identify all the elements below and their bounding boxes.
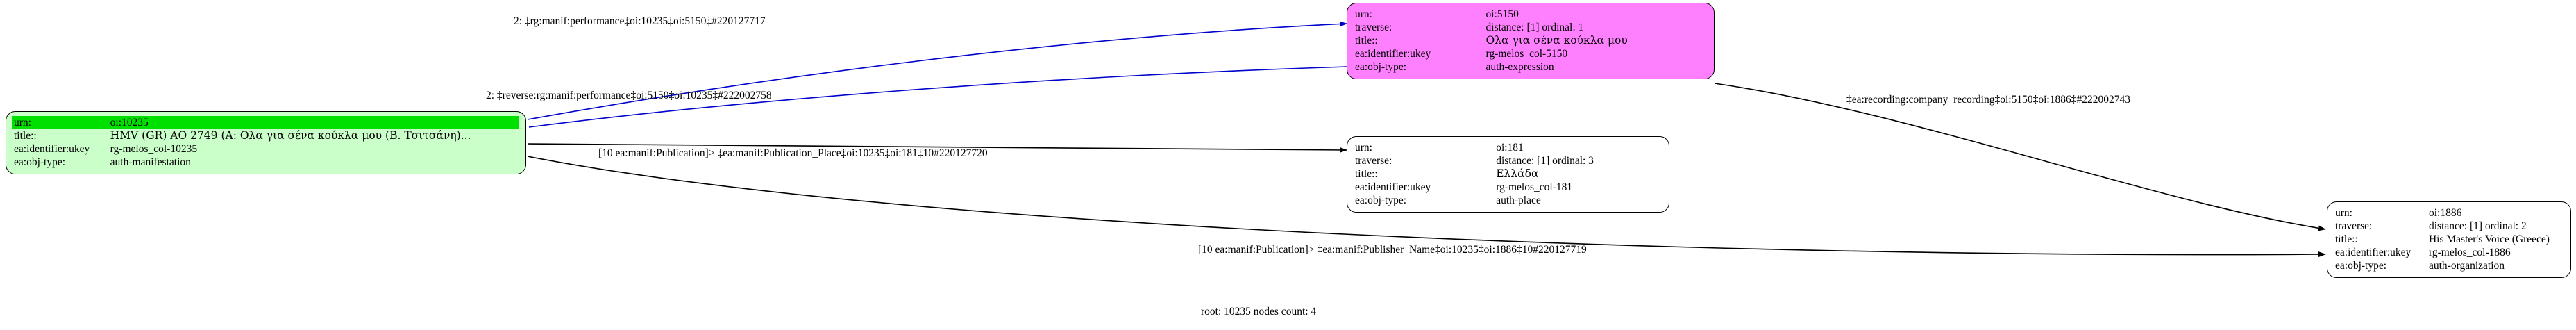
row-key: ea:identifier:ukey (2335, 247, 2411, 258)
row-key: traverse: (1355, 22, 1392, 33)
node-row: title:: HMV (GR) AO 2749 (Α: Ολα για σέν… (12, 129, 519, 142)
node-row: ea:identifier:ukey rg-melos_col-10235 (12, 142, 519, 156)
edge-label-reverse-performance: 2: ‡reverse:rg:manif:performance‡oi:5150… (486, 90, 772, 101)
node-row: title:: Ολα για σένα κούκλα μου (1354, 34, 1708, 47)
node-auth-expression-5150[interactable]: urn: oi:5150 traverse: distance: [1] ord… (1347, 3, 1715, 79)
edge-label-publication-place: [10 ea:manif:Publication]> ‡ea:manif:Pub… (598, 147, 988, 159)
row-key: urn: (1355, 8, 1372, 20)
row-key: title:: (1355, 35, 1378, 47)
node-attribute-table: urn: oi:1886 traverse: distance: [1] ord… (2334, 206, 2564, 272)
row-value: auth-place (1496, 195, 1541, 206)
node-attribute-table: urn: oi:5150 traverse: distance: [1] ord… (1354, 8, 1708, 74)
row-value: His Master's Voice (Greece) (2428, 233, 2550, 245)
node-row: traverse: distance: [1] ordinal: 2 (2334, 220, 2564, 233)
node-auth-organization-1886[interactable]: urn: oi:1886 traverse: distance: [1] ord… (2327, 201, 2571, 278)
row-value: distance: [1] ordinal: 3 (1496, 155, 1594, 167)
row-key: title:: (1355, 168, 1378, 180)
row-key: ea:identifier:ukey (14, 143, 90, 155)
node-row: urn: oi:181 (1354, 141, 1662, 154)
edge-label-company-recording: ‡ea:recording:company_recording‡oi:5150‡… (1846, 94, 2130, 106)
row-value: oi:5150 (1485, 8, 1519, 20)
graph-footer-caption: root: 10235 nodes count: 4 (1201, 306, 1317, 317)
row-value: rg-melos_col-181 (1496, 181, 1573, 193)
row-key: urn: (1355, 142, 1372, 154)
row-value: oi:1886 (2428, 207, 2462, 219)
row-key: urn: (12, 116, 109, 129)
node-row: ea:obj-type: auth-expression (1354, 60, 1708, 74)
row-value: rg-melos_col-5150 (1485, 48, 1568, 60)
row-key: ea:obj-type: (1355, 61, 1407, 73)
node-auth-manifestation-10235[interactable]: urn: oi:10235 title:: HMV (GR) AO 2749 (… (6, 111, 526, 174)
node-row: ea:identifier:ukey rg-melos_col-181 (1354, 181, 1662, 194)
node-attribute-table: urn: oi:181 traverse: distance: [1] ordi… (1354, 141, 1662, 207)
row-value: distance: [1] ordinal: 2 (2428, 220, 2527, 232)
node-row: title:: His Master's Voice (Greece) (2334, 233, 2564, 246)
node-row: title:: Ελλάδα (1354, 167, 1662, 181)
row-value: Ελλάδα (1496, 167, 1539, 180)
row-value: HMV (GR) AO 2749 (Α: Ολα για σένα κούκλα… (110, 129, 471, 142)
row-value: Ολα για σένα κούκλα μου (1485, 34, 1628, 47)
node-row: ea:identifier:ukey rg-melos_col-1886 (2334, 246, 2564, 259)
node-row: traverse: distance: [1] ordinal: 1 (1354, 21, 1708, 34)
edge-label-publisher-name: [10 ea:manif:Publication]> ‡ea:manif:Pub… (1198, 244, 1587, 256)
row-value: auth-manifestation (110, 156, 191, 168)
row-value: auth-organization (2428, 260, 2505, 272)
row-value: distance: [1] ordinal: 1 (1485, 22, 1584, 33)
node-row: urn: oi:5150 (1354, 8, 1708, 21)
row-key: traverse: (2335, 220, 2373, 232)
row-key: ea:obj-type: (2335, 260, 2387, 272)
node-row: ea:identifier:ukey rg-melos_col-5150 (1354, 47, 1708, 60)
row-value: rg-melos_col-1886 (2428, 247, 2511, 258)
row-key: ea:identifier:ukey (1355, 181, 1431, 193)
row-key: title:: (14, 130, 37, 142)
row-value: oi:10235 (108, 116, 519, 129)
row-key: urn: (2335, 207, 2352, 219)
row-key: ea:obj-type: (1355, 195, 1407, 206)
row-value: oi:181 (1496, 142, 1524, 154)
row-key: title:: (2335, 233, 2358, 245)
row-value: rg-melos_col-10235 (110, 143, 198, 155)
node-row: urn: oi:10235 (12, 116, 519, 129)
edge-line-performance (527, 21, 1347, 120)
node-row: traverse: distance: [1] ordinal: 3 (1354, 154, 1662, 167)
row-value: auth-expression (1485, 61, 1554, 73)
node-attribute-table: urn: oi:10235 title:: HMV (GR) AO 2749 (… (12, 116, 519, 169)
node-auth-place-181[interactable]: urn: oi:181 traverse: distance: [1] ordi… (1347, 136, 1669, 213)
node-row: urn: oi:1886 (2334, 206, 2564, 220)
edge-label-performance: 2: ‡rg:manif:performance‡oi:10235‡oi:515… (514, 15, 766, 27)
row-key: ea:identifier:ukey (1355, 48, 1431, 60)
row-key: traverse: (1355, 155, 1392, 167)
row-key: ea:obj-type: (14, 156, 66, 168)
node-row: ea:obj-type: auth-manifestation (12, 156, 519, 169)
node-row: ea:obj-type: auth-place (1354, 194, 1662, 207)
node-row: ea:obj-type: auth-organization (2334, 259, 2564, 272)
